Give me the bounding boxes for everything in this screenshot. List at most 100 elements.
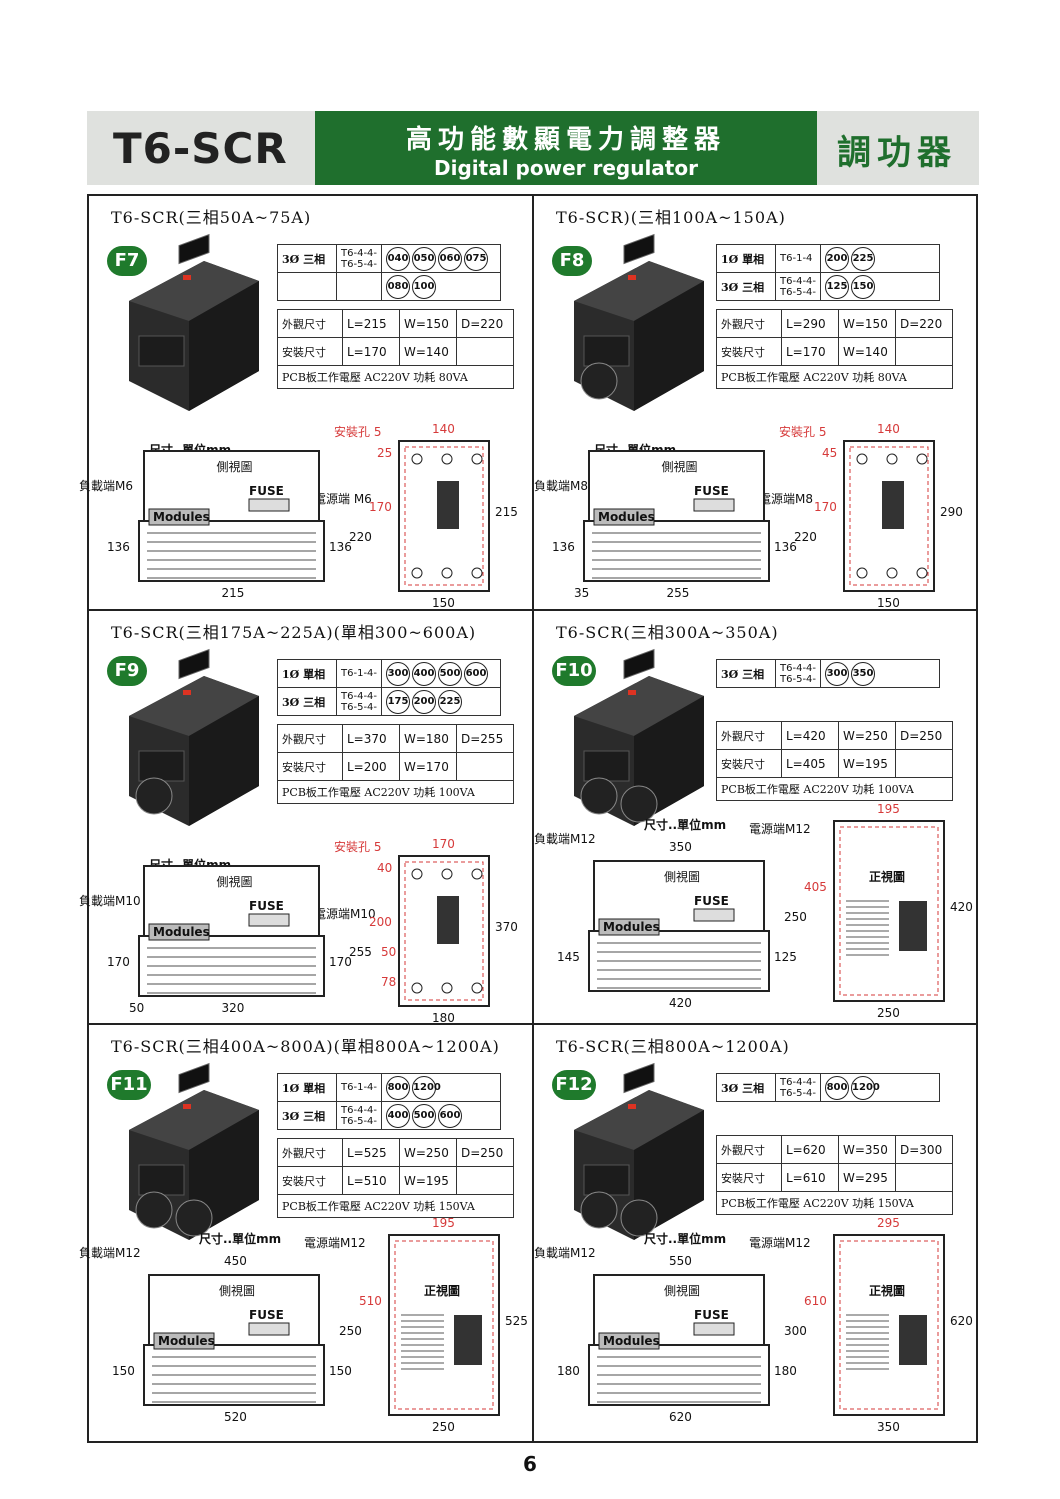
grid-divider-row2 — [87, 1023, 978, 1025]
side-top-dim: 450 — [224, 1254, 247, 1268]
display-panel — [623, 233, 655, 265]
enclosure-side — [189, 281, 259, 411]
model-cell — [335, 272, 383, 301]
pcb-spec: PCB板工作電壓 AC220V 功耗 80VA — [716, 365, 953, 389]
load-terminal-label: 負載端M12 — [79, 1246, 141, 1260]
model-cell: T6-1-4 — [774, 244, 822, 273]
terminal-screw — [916, 453, 928, 465]
outer-dim-label: 外觀尺寸 — [277, 1138, 343, 1167]
cooling-fan — [580, 777, 618, 815]
display-digits — [183, 275, 191, 280]
controller-display — [437, 896, 459, 944]
outer-dim-value: L=420 — [781, 721, 839, 750]
mount-dim-value: L=170 — [781, 337, 839, 366]
panel-title: T6-SCR(三相400A~800A)(單相800A~1200A) — [111, 1037, 500, 1056]
pcb-row: PCB板工作電壓 AC220V 功耗 80VA — [716, 365, 953, 389]
category-zh: 調功器 — [837, 133, 957, 173]
outer-dim-value: L=370 — [342, 724, 400, 753]
phase-cell: 3Ø 三相 — [277, 244, 337, 273]
terminal-block — [583, 335, 630, 367]
fuse-block — [693, 1322, 735, 1336]
side-width-dim: 620 — [669, 1410, 692, 1424]
hole-offset-dim: 40 — [377, 861, 392, 875]
outer-dim-value: D=220 — [456, 309, 514, 338]
terminal-screw — [411, 453, 423, 465]
front-view-label: 正視圖 — [424, 1283, 460, 1298]
total-height-dim: 290 — [940, 505, 963, 519]
rating-badge: 600 — [464, 661, 489, 686]
terminal-screw — [856, 567, 868, 579]
panel-title: T6-SCR(三相175A~225A)(單相300~600A) — [111, 623, 477, 642]
side-width-dim: 520 — [224, 1410, 247, 1424]
terminal-screw — [471, 868, 483, 880]
bottom-width-dim: 350 — [877, 1420, 900, 1434]
cooling-fan — [135, 777, 173, 815]
display-panel — [623, 1062, 655, 1094]
side-view-cover — [143, 450, 320, 522]
outer-dim-value: W=250 — [838, 721, 896, 750]
product-photo — [574, 1062, 704, 1240]
rating-badge: 600 — [438, 1103, 463, 1128]
controller-display — [454, 1315, 482, 1365]
model-badge: F8 — [552, 246, 592, 276]
pcb-row: PCB板工作電壓 AC220V 功耗 100VA — [277, 780, 514, 804]
unit-label: 尺寸..單位mm — [644, 1231, 726, 1246]
outer-dim-value: D=220 — [895, 309, 953, 338]
enclosure-side — [189, 696, 259, 826]
fuse-label: FUSE — [249, 1308, 284, 1322]
fuse-block — [693, 498, 735, 512]
modules-label: Modules — [603, 920, 660, 934]
model-badge: F10 — [552, 656, 596, 686]
phase-cell — [277, 272, 337, 301]
fuse-block — [248, 498, 290, 512]
display-panel — [623, 648, 655, 680]
side-width-dim: 420 — [669, 996, 692, 1010]
top-width-dim: 295 — [877, 1216, 900, 1230]
total-height-dim: 420 — [950, 900, 973, 914]
rating-badge: 400 — [386, 1103, 411, 1128]
display-panel — [178, 233, 210, 265]
hole-offset-dim: 25 — [377, 446, 392, 460]
enclosure-top — [574, 261, 704, 321]
rating-badge: 060 — [438, 246, 463, 271]
modules-block — [148, 923, 210, 941]
terminal-screw — [471, 982, 483, 994]
terminal-screw — [441, 453, 453, 465]
panel-title: T6-SCR(三相300A~350A) — [556, 623, 779, 642]
rating-badge: 175 — [386, 689, 411, 714]
model-badge: F7 — [107, 246, 147, 276]
rating-badge: 225 — [438, 689, 463, 714]
mount-hole-outline — [404, 861, 484, 1001]
grid-divider-vertical — [532, 194, 534, 1443]
terminal-screw — [916, 567, 928, 579]
mount-hole-outline — [839, 826, 939, 996]
side-view-label: 側視圖 — [217, 874, 253, 889]
page-header: T6-SCR 高功能數顯電力調整器 Digital power regulato… — [87, 111, 979, 185]
controller-display — [899, 901, 927, 951]
mount-dim-empty — [895, 1163, 953, 1192]
terminal-block — [138, 335, 185, 367]
fuse-block — [693, 908, 735, 922]
side-width-dim-2: 50 — [129, 1001, 144, 1015]
hole-offset-dim: 45 — [822, 446, 837, 460]
display-digits — [183, 690, 191, 695]
front-view-label: 正視圖 — [869, 1283, 905, 1298]
outer-dim-value: W=250 — [399, 1138, 457, 1167]
terminal-screw — [441, 567, 453, 579]
rating-badge: 800 — [386, 1075, 411, 1100]
top-width-dim: 140 — [432, 422, 455, 436]
